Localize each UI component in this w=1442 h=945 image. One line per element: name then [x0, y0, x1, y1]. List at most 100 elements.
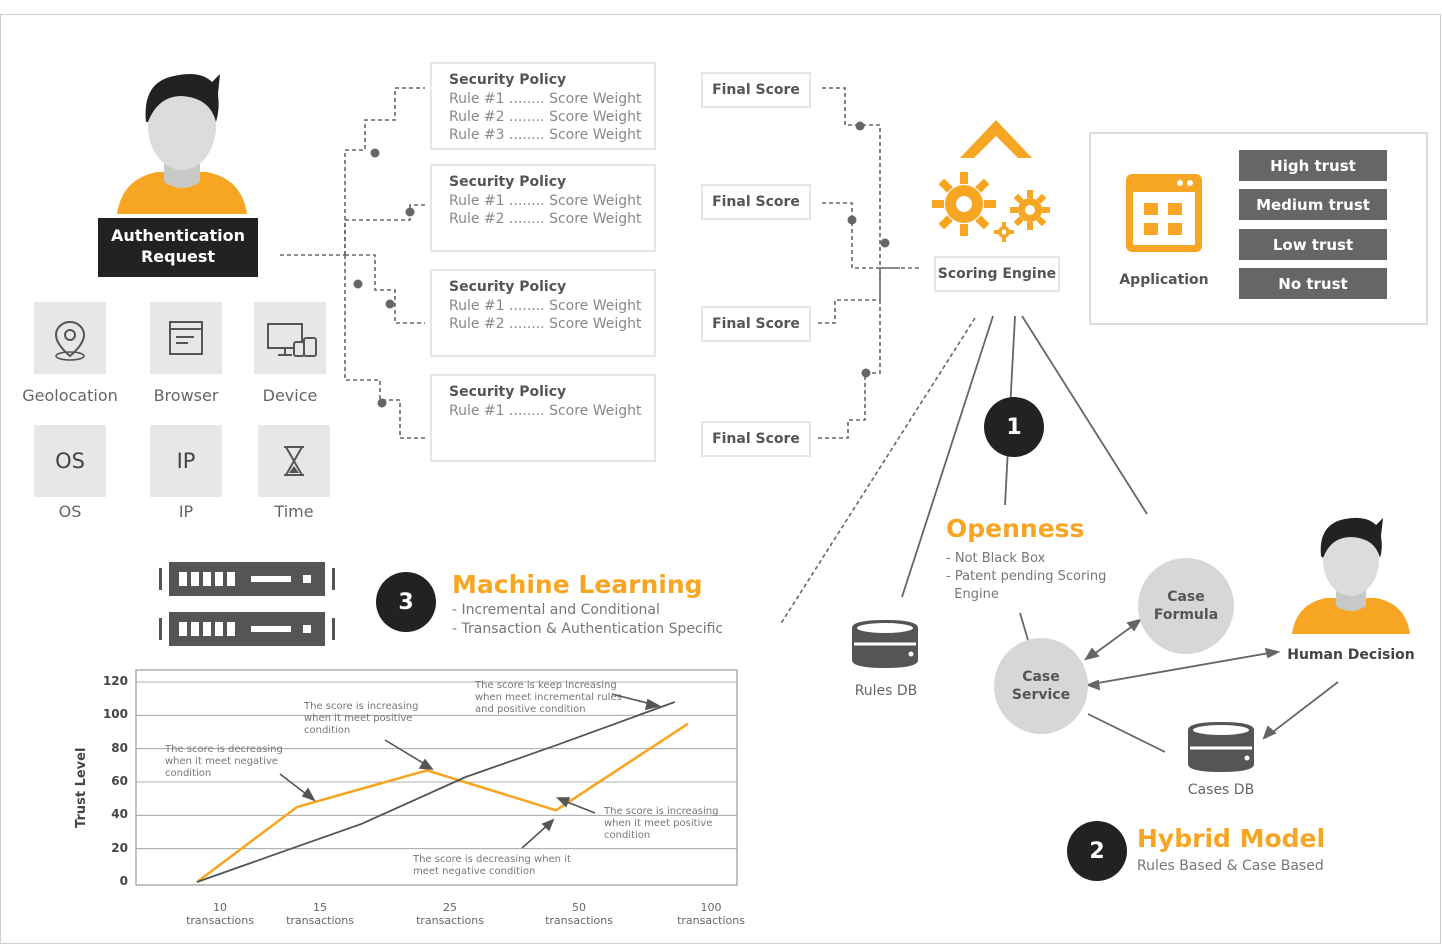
os-tile: OS [34, 425, 106, 497]
openness-points: - Not Black Box - Patent pending Scoring… [946, 550, 1106, 604]
device-tile [254, 302, 326, 374]
security-policy-1: Security Policy Rule #1 ........ Score W… [430, 62, 656, 150]
diagram-frame [0, 14, 1441, 944]
trust-medium: Medium trust [1239, 189, 1387, 220]
annotation-line: condition [604, 830, 651, 841]
hourglass-icon [284, 446, 304, 476]
browser-icon [169, 321, 203, 355]
annotation-4: The score is decreasing when it meet neg… [413, 854, 571, 878]
annotation-line: The score is increasing [604, 806, 719, 817]
step-2-badge: 2 [1067, 821, 1127, 881]
browser-label: Browser [153, 386, 219, 405]
application-label: Application [1119, 272, 1209, 288]
y-tick-label: 20 [111, 840, 128, 855]
policy-rule: Rule #1 ........ Score Weight [449, 403, 642, 419]
cases-db-label: Cases DB [1187, 782, 1255, 798]
ml-points: - Incremental and Conditional - Transact… [452, 601, 723, 639]
human-decision-label: Human Decision [1287, 647, 1415, 663]
trust-low: Low trust [1239, 229, 1387, 260]
human-decision-avatar-icon [1292, 517, 1410, 634]
case-formula-line: Formula [1153, 607, 1219, 623]
y-tick-label: 120 [102, 674, 128, 688]
policy-rule: Rule #2 ........ Score Weight [449, 211, 642, 227]
geolocation-label: Geolocation [22, 386, 118, 405]
y-tick-label: 60 [111, 774, 128, 788]
security-policy-3: Security Policy Rule #1 ........ Score W… [430, 269, 656, 357]
case-service-line: Case [1022, 669, 1060, 685]
openness-point: Engine [946, 587, 999, 602]
ip-label: IP [178, 502, 194, 521]
y-tick-label: 80 [111, 740, 128, 755]
case-service-line: Service [1011, 687, 1071, 703]
geolocation-tile [34, 302, 106, 374]
os-label: OS [58, 502, 82, 521]
rules-db-icon [852, 620, 918, 668]
policy-title: Security Policy [449, 174, 567, 190]
policy-title: Security Policy [449, 279, 567, 295]
cases-db-icon [1188, 722, 1254, 772]
device-label: Device [262, 386, 318, 405]
annotation-line: meet negative condition [413, 866, 536, 877]
annotation-line: The score is keep increasing [475, 680, 617, 691]
annotation-line: when it meet negative [165, 756, 278, 767]
policy-rule: Rule #2 ........ Score Weight [449, 109, 642, 125]
ip-icon: IP [176, 449, 196, 473]
device-icon [267, 323, 317, 357]
auth-line-2: Request [140, 247, 216, 266]
y-tick-label: 40 [111, 807, 128, 822]
series-line-1 [196, 722, 689, 884]
ml-point: - Incremental and Conditional [452, 602, 660, 618]
policy-rule: Rule #1 ........ Score Weight [449, 298, 642, 314]
os-icon: OS [55, 449, 85, 473]
scoring-engine-box: Scoring Engine [934, 256, 1060, 292]
gears-icon [932, 172, 1050, 242]
openness-point: - Not Black Box [946, 551, 1046, 566]
annotation-line: and positive condition [475, 704, 586, 715]
security-policy-4: Security Policy Rule #1 ........ Score W… [430, 374, 656, 462]
annotation-1: The score is decreasing when it meet neg… [165, 744, 283, 780]
case-formula-line: Case [1167, 589, 1205, 605]
policy-rule: Rule #3 ........ Score Weight [449, 127, 642, 143]
policy-rule: Rule #1 ........ Score Weight [449, 193, 642, 209]
final-score-1: Final Score [701, 72, 811, 108]
server-rack-icon [159, 562, 335, 646]
annotation-line: condition [165, 768, 212, 779]
final-score-4: Final Score [701, 421, 811, 457]
openness-point: - Patent pending Scoring [946, 569, 1107, 584]
application-panel [1089, 132, 1428, 325]
annotation-line: The score is increasing [304, 701, 419, 712]
series-line-2 [196, 701, 676, 883]
annotation-line: The score is decreasing when it [413, 854, 571, 865]
up-chevron-icon [960, 120, 1032, 158]
policy-rule: Rule #1 ........ Score Weight [449, 91, 642, 107]
user-avatar-icon [117, 74, 247, 214]
annotation-line: when meet incremental rules [475, 692, 622, 703]
y-tick-label: 100 [102, 707, 128, 722]
security-policy-2: Security Policy Rule #1 ........ Score W… [430, 164, 656, 252]
auth-line-1: Authentication [111, 226, 245, 245]
openness-title: Openness [946, 514, 1085, 543]
trust-high: High trust [1239, 150, 1387, 181]
annotation-arrows [279, 693, 662, 849]
step-3-badge: 3 [376, 572, 436, 632]
annotation-line: The score is decreasing [165, 744, 283, 755]
hybrid-subtitle: Rules Based & Case Based [1137, 858, 1324, 874]
policy-title: Security Policy [449, 384, 567, 400]
rules-db-label: Rules DB [854, 683, 918, 699]
annotation-5: The score is increasing when it meet pos… [604, 806, 718, 842]
time-label: Time [274, 502, 314, 521]
step-1-badge: 1 [984, 397, 1044, 457]
final-score-3: Final Score [701, 306, 811, 342]
chart-plot-area [135, 669, 738, 886]
application-icon [1126, 174, 1202, 252]
ip-tile: IP [150, 425, 222, 497]
